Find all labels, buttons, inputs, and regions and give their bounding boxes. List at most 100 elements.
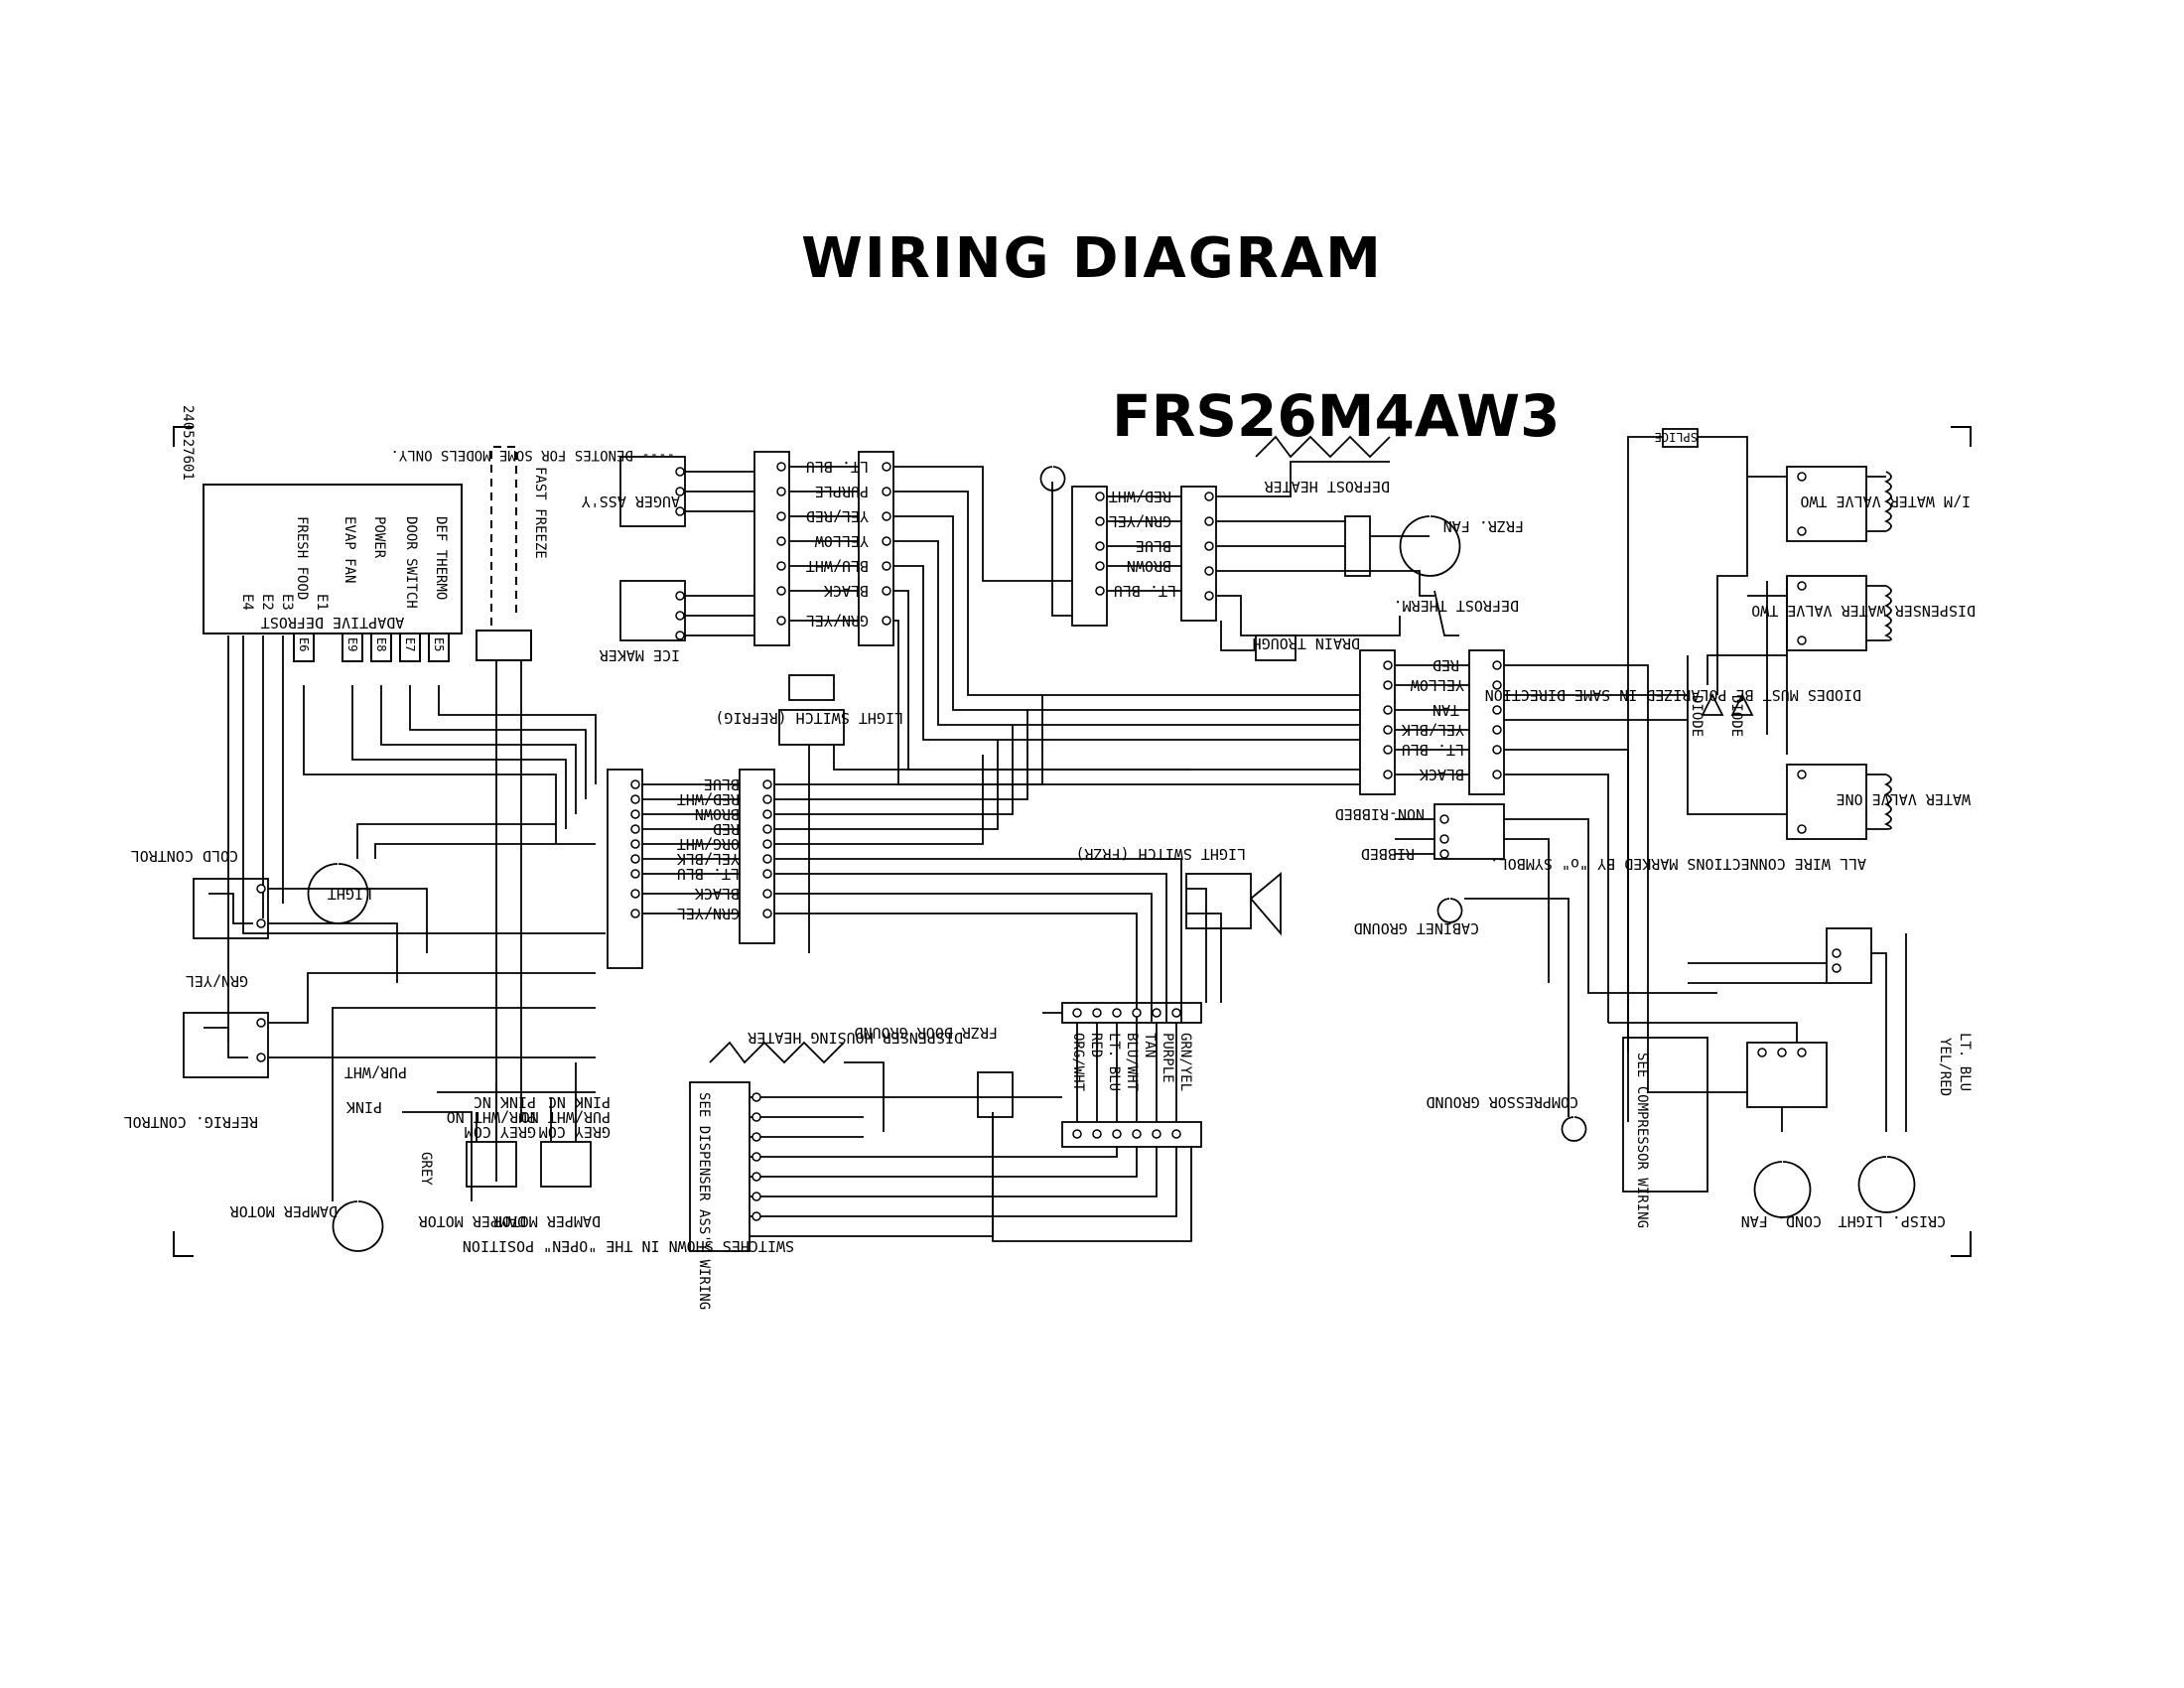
wire-label: LT. BLU bbox=[806, 458, 869, 476]
label-power: POWER bbox=[371, 516, 387, 559]
wire-label: GRN/YEL bbox=[1177, 1033, 1193, 1091]
wire-label: BLACK bbox=[695, 885, 740, 903]
wire-label: PURPLE bbox=[1160, 1033, 1175, 1083]
label-fresh-food: FRESH FOOD bbox=[294, 516, 310, 600]
light-switch-frzr-label: LIGHT SWITCH (FRZR) bbox=[1075, 845, 1246, 863]
dispenser-valve-label: DISPENSER WATER VALVE TWO bbox=[1751, 602, 1976, 620]
diode-label: DIODE bbox=[1689, 695, 1705, 737]
water-valve-one-label: WATER VALVE ONE bbox=[1837, 790, 1971, 808]
wires bbox=[183, 428, 1916, 1252]
wire-label: ORG/WHT bbox=[1070, 1033, 1086, 1092]
wire-label: ORG/WHT bbox=[677, 835, 740, 853]
wire-label: GREY bbox=[418, 1152, 434, 1186]
note-some-models: ---- DENOTES FOR SOME MODELS ONLY. bbox=[390, 447, 675, 463]
wire-label: YEL/RED bbox=[806, 507, 869, 525]
label-e1: E1 bbox=[314, 594, 330, 611]
wire-label: LT. BLU bbox=[1402, 741, 1464, 759]
cold-control-label: COLD CONTROL bbox=[131, 847, 238, 865]
frame-brackets bbox=[173, 426, 1972, 1257]
wire-label: LT. BLU bbox=[1114, 582, 1176, 600]
damper-motor-label: DAMPER MOTOR bbox=[418, 1212, 526, 1230]
frzr-door-ground-label: FRZR DOOR GROUND bbox=[855, 1024, 999, 1042]
wire-label: BLUE bbox=[1136, 537, 1171, 555]
wire-label: YEL/BLK bbox=[1402, 721, 1464, 739]
ribbed-label: RIBBED bbox=[1361, 845, 1415, 863]
terminal-e9: E9 bbox=[345, 637, 359, 651]
terminal-e7: E7 bbox=[403, 637, 417, 651]
drain-trough-label: DRAIN TROUGH bbox=[1253, 634, 1360, 652]
diodes-note: DIODES MUST BE POLARIZED IN SAME DIRECTI… bbox=[1485, 686, 1861, 704]
wire-pink-label: PINK bbox=[346, 1098, 382, 1116]
dispenser-heater-label: DISPENSER HOUSING HEATER bbox=[747, 1029, 963, 1047]
wire-label: RED bbox=[1088, 1033, 1104, 1057]
wire-label: RED bbox=[713, 820, 740, 838]
wire-label: BROWN bbox=[695, 805, 740, 823]
grey-com-label: GREY COM bbox=[539, 1123, 611, 1141]
wire-label: BLACK bbox=[824, 582, 869, 600]
wire-label: RED/WHT bbox=[1109, 488, 1171, 505]
wire-label: BLACK bbox=[1420, 766, 1464, 783]
doc-number: 240527601 bbox=[180, 405, 196, 481]
damper-motor-label: DAMPER MOTOR bbox=[492, 1212, 601, 1230]
label-evap-fan: EVAP FAN bbox=[341, 516, 357, 583]
adaptive-defrost-board bbox=[203, 484, 463, 634]
see-compressor-label: SEE COMPRESSOR WIRING bbox=[1634, 1053, 1650, 1228]
label-e3: E3 bbox=[279, 594, 295, 611]
wire-label: BLU/WHT bbox=[1124, 1033, 1140, 1092]
connection-dots bbox=[256, 462, 1842, 1221]
wire-label: GRN/YEL bbox=[806, 612, 869, 630]
cabinet-ground-label: CABINET GROUND bbox=[1354, 919, 1479, 937]
label-e4: E4 bbox=[239, 594, 255, 611]
wire-pur-wht-label: PUR/WHT bbox=[344, 1063, 407, 1081]
terminal-e8: E8 bbox=[374, 637, 388, 651]
wire-label: PURPLE bbox=[815, 483, 869, 500]
wire-label: YEL/RED bbox=[1937, 1038, 1953, 1096]
defrost-therm-label: DEFROST THERM. bbox=[1394, 597, 1519, 615]
page-title: WIRING DIAGRAM bbox=[801, 226, 1383, 291]
wire-grn-yel-label: GRN/YEL bbox=[186, 972, 248, 990]
wire-label: LT. BLU bbox=[1106, 1033, 1122, 1091]
all-wire-note: ALL WIRE CONNECTIONS MARKED BY "o" SYMBO… bbox=[1490, 855, 1866, 873]
wire-label: GRN/YEL bbox=[677, 905, 740, 922]
im-valve-label: I/M WATER VALVE TWO bbox=[1800, 492, 1971, 510]
light-switch-refrig-label: LIGHT SWITCH (REFRIG) bbox=[715, 709, 903, 727]
pur-wht-no-label: PUR/WHT NO bbox=[447, 1108, 536, 1126]
switches-note: SWITCHES SHOWN IN THE "OPEN" POSITION bbox=[463, 1237, 794, 1255]
terminal-e5: E5 bbox=[432, 637, 446, 651]
light-label: LIGHT bbox=[328, 885, 372, 903]
wire-label: LT. BLU bbox=[1957, 1033, 1973, 1091]
pur-wht-no-label: PUR/WHT NO bbox=[521, 1108, 611, 1126]
splice-label: SPLICE bbox=[1655, 430, 1698, 444]
label-def-thermo: DEF THERMO bbox=[433, 516, 449, 600]
terminal-e6: E6 bbox=[297, 637, 311, 651]
refrig-control-label: REFRIG. CONTROL bbox=[124, 1113, 258, 1131]
board-title: ADAPTIVE DEFROST bbox=[261, 614, 405, 632]
wire-label: BROWN bbox=[1127, 557, 1171, 575]
wire-label: YELLOW bbox=[1410, 676, 1464, 694]
wire-label: BLUE bbox=[704, 775, 740, 793]
label-door-switch: DOOR SWITCH bbox=[403, 516, 419, 609]
wire-label: TAN bbox=[1433, 701, 1459, 719]
see-dispenser-label: SEE DISPENSER ASS'Y WIRING bbox=[696, 1092, 712, 1310]
wire-label: YELLOW bbox=[814, 532, 869, 550]
pink-nc-label: PINK NC bbox=[474, 1093, 536, 1111]
wire-label: BLU/WHT bbox=[806, 557, 869, 575]
defrost-heater-label: DEFROST HEATER bbox=[1264, 478, 1390, 495]
non-ribbed-label: NON-RIBBED bbox=[1335, 805, 1425, 823]
wire-label: RED/WHT bbox=[677, 790, 740, 808]
cond-fan-label: COND. FAN bbox=[1741, 1212, 1822, 1230]
diode-label: DIODE bbox=[1728, 695, 1744, 737]
wire-label: TAN bbox=[1142, 1033, 1158, 1057]
wire-label: GRN/YEL bbox=[1109, 512, 1171, 530]
model-number: FRS26M4AW3 bbox=[1112, 382, 1561, 450]
grey-com-label: GREY COM bbox=[465, 1123, 536, 1141]
ice-maker-label: ICE MAKER bbox=[599, 646, 680, 664]
wire-label: RED bbox=[1433, 656, 1459, 674]
wire-label: LT. BLU bbox=[677, 865, 740, 883]
damper-motor-label: DAMPER MOTOR bbox=[229, 1202, 338, 1220]
crisp-light-label: CRISP. LIGHT bbox=[1839, 1212, 1946, 1230]
frzr-fan-label: FRZR. FAN bbox=[1443, 517, 1524, 535]
label-e2: E2 bbox=[259, 594, 275, 611]
